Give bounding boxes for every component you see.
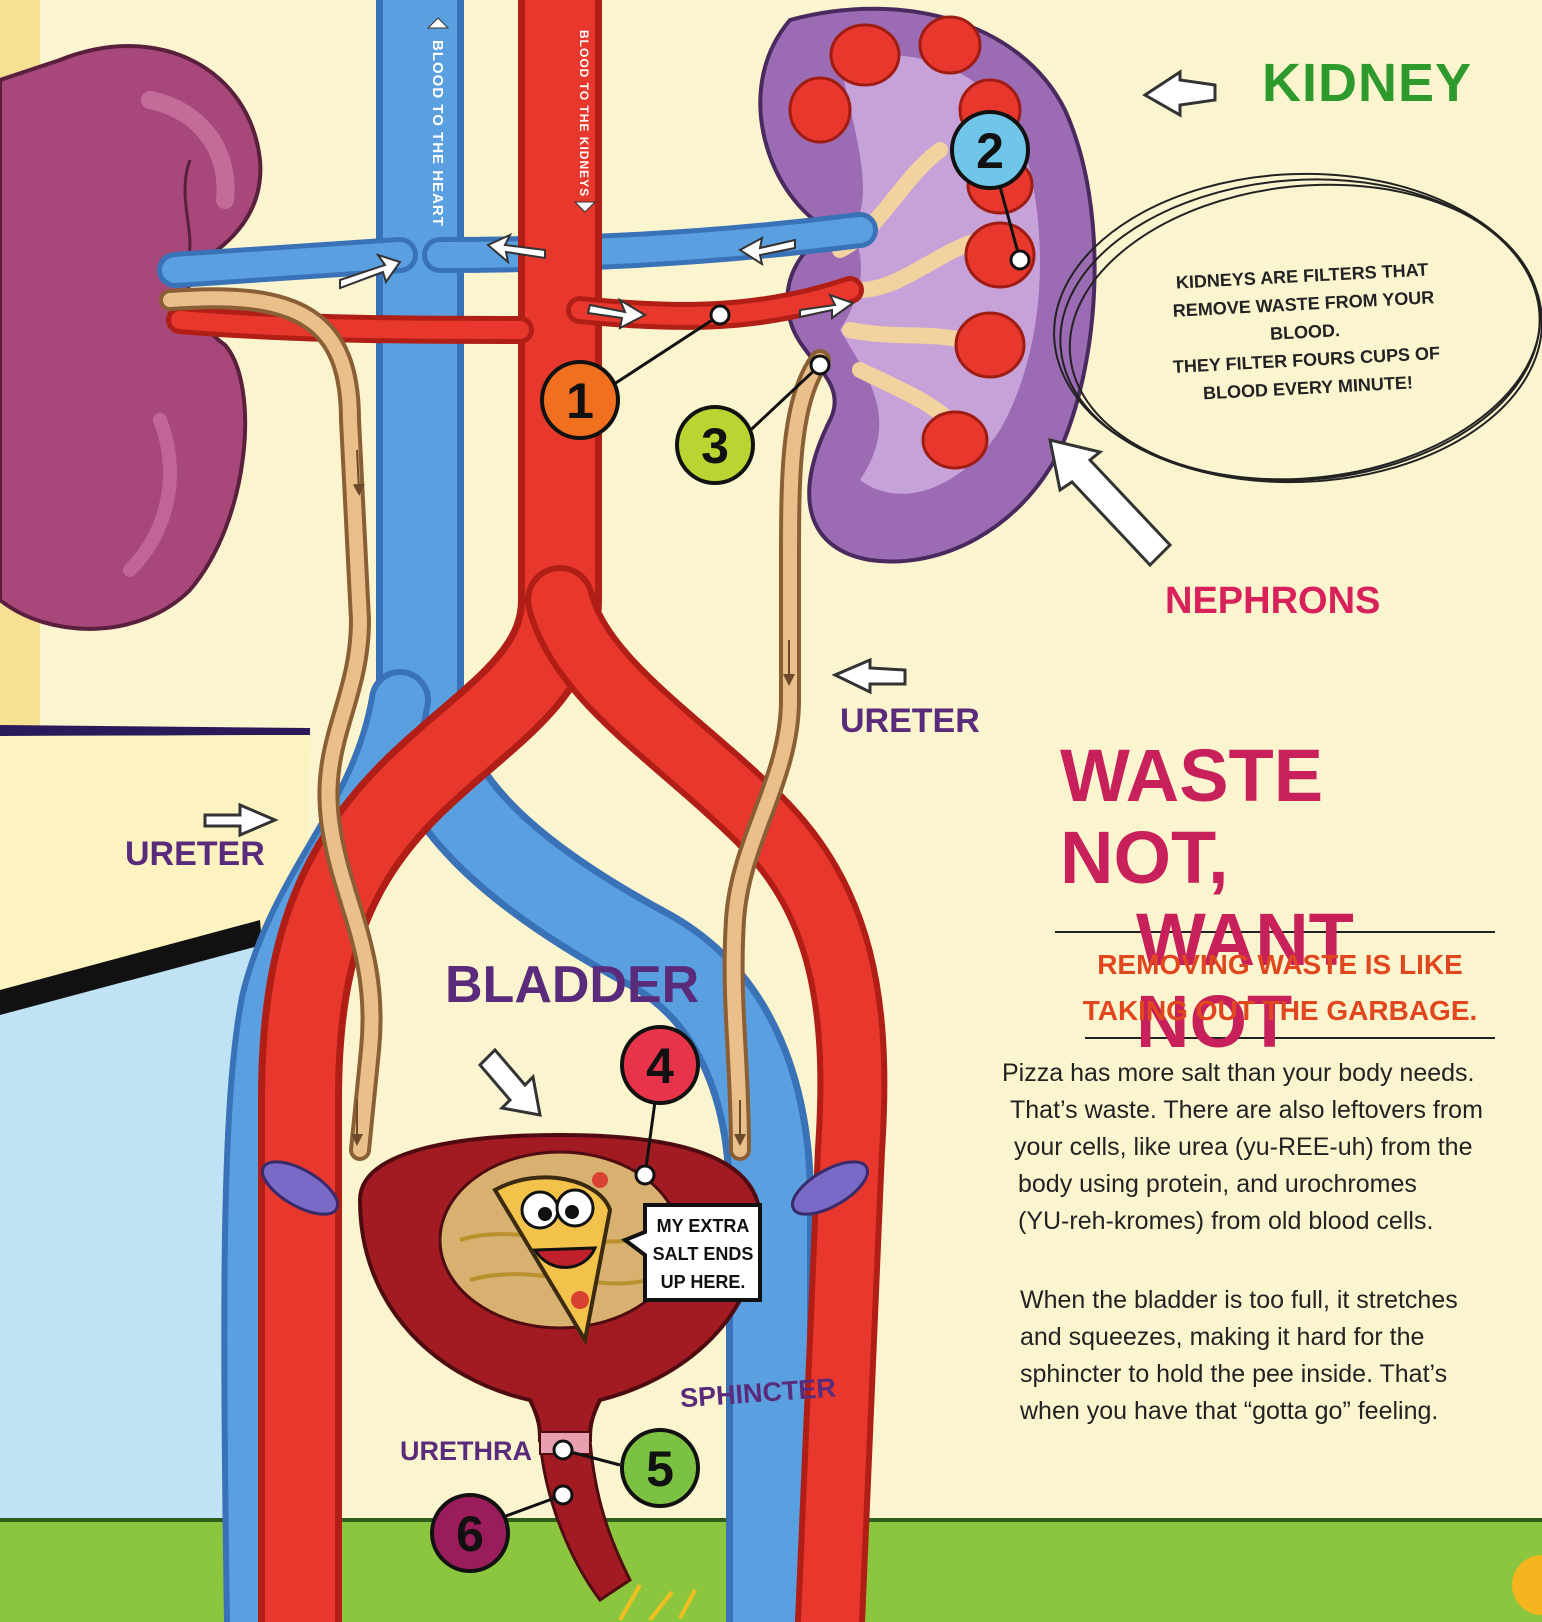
speech-bubble-line: MY EXTRA — [646, 1212, 760, 1240]
callout-number-3: 3 — [691, 417, 739, 475]
paragraph-line: your cells, like urea (yu-REE-uh) from t… — [1002, 1129, 1542, 1166]
nephrons-label: NEPHRONS — [1165, 580, 1380, 623]
paragraph-line: Pizza has more salt than your body needs… — [1002, 1055, 1542, 1092]
paragraph-line: and squeezes, making it hard for the — [1020, 1319, 1540, 1356]
subtitle-line: TAKING OUT THE GARBAGE. — [1065, 988, 1495, 1034]
paragraph-line: That’s waste. There are also leftovers f… — [1002, 1092, 1542, 1129]
blood-to-kidneys-label: BLOOD TO THE KIDNEYS — [577, 30, 591, 197]
speech-bubble-text: MY EXTRA SALT ENDS UP HERE. — [646, 1212, 760, 1296]
ureter-right-label: URETER — [840, 702, 980, 741]
paragraph-line: When the bladder is too full, it stretch… — [1020, 1282, 1540, 1319]
kidney-label: KIDNEY — [1262, 52, 1472, 114]
title-line-1: WASTE NOT, — [1060, 735, 1480, 899]
speech-bubble-line: UP HERE. — [646, 1268, 760, 1296]
paragraph-salt-waste: Pizza has more salt than your body needs… — [1002, 1055, 1542, 1240]
subtitle-line: REMOVING WASTE IS LIKE — [1065, 942, 1495, 988]
paragraph-line: sphincter to hold the pee inside. That’s — [1020, 1356, 1540, 1393]
paragraph-line: when you have that “gotta go” feeling. — [1020, 1393, 1540, 1430]
page-subtitle: REMOVING WASTE IS LIKE TAKING OUT THE GA… — [1065, 942, 1495, 1034]
callout-number-6: 6 — [446, 1505, 494, 1563]
speech-bubble-line: SALT ENDS — [646, 1240, 760, 1268]
urethra-label: URETHRA — [400, 1436, 532, 1467]
callout-number-1: 1 — [556, 372, 604, 430]
ureter-left-label: URETER — [125, 835, 265, 874]
callout-number-2: 2 — [966, 122, 1014, 180]
right-kidney — [760, 9, 1094, 562]
bladder-label: BLADDER — [445, 955, 699, 1015]
callout-number-4: 4 — [636, 1037, 684, 1095]
kidney-note: KIDNEYS ARE FILTERS THAT REMOVE WASTE FR… — [1137, 253, 1474, 410]
blood-to-heart-label: BLOOD TO THE HEART — [429, 40, 446, 227]
paragraph-line: (YU-reh-kromes) from old blood cells. — [1002, 1203, 1542, 1240]
paragraph-bladder-full: When the bladder is too full, it stretch… — [1020, 1282, 1540, 1430]
paragraph-line: body using protein, and urochromes — [1002, 1166, 1542, 1203]
callout-number-5: 5 — [636, 1440, 684, 1498]
